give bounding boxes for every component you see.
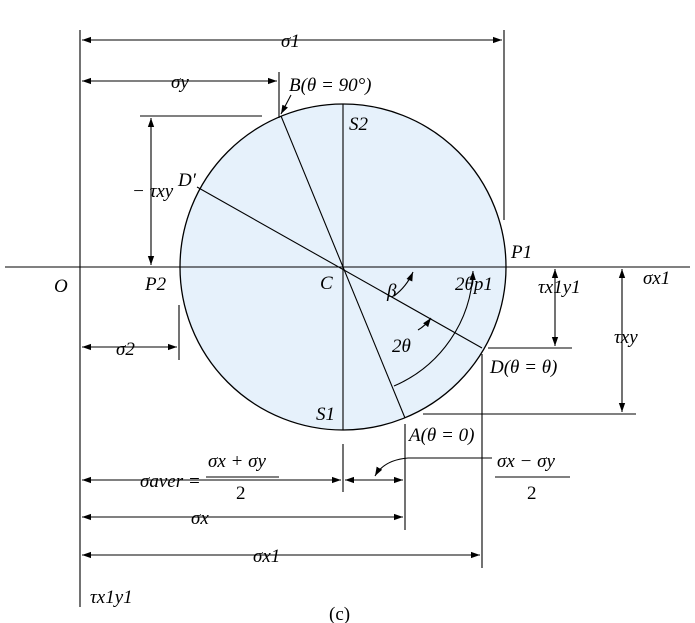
point-dprime-label: D′: [177, 170, 197, 191]
point-s1-label: S1: [316, 404, 335, 425]
aver-numerator: σx + σy: [208, 451, 266, 472]
point-b-label: B(θ = 90°): [289, 75, 372, 96]
arc-beta: [393, 271, 414, 297]
point-p1-label: P1: [510, 242, 532, 263]
dim-sigmax1-label: σx1: [253, 546, 280, 567]
dim-tauxy-label: τxy: [614, 327, 638, 348]
axis-label: σx1: [643, 268, 670, 289]
point-p2-label: P2: [144, 274, 167, 295]
origin-label: O: [54, 276, 68, 297]
dim-sigmax-label: σx: [191, 508, 209, 529]
angle-two-theta-label: 2θ: [392, 336, 411, 357]
diff-denominator: 2: [527, 483, 537, 504]
diameter-dprime-d: [196, 186, 483, 349]
dim-taux1y1-right-label: τx1y1: [538, 277, 581, 298]
diameter-b-a: [280, 115, 406, 419]
leader-b: [280, 94, 292, 115]
arc-two-theta-p1: [393, 270, 476, 387]
point-s2-label: S2: [349, 114, 369, 135]
leader-diff: [374, 457, 492, 477]
angle-beta-label: β: [386, 281, 397, 302]
figure-caption: (c): [329, 604, 350, 623]
center-label: C: [320, 273, 333, 294]
dim-sigma1-label: σ1: [281, 31, 300, 52]
taux1y1-axis-label: τx1y1: [90, 587, 133, 608]
diff-numerator: σx − σy: [497, 451, 555, 472]
dim-sigma2-label: σ2: [116, 339, 135, 360]
point-a-label: A(θ = 0): [407, 425, 474, 446]
point-d-label: D(θ = θ): [489, 357, 557, 378]
aver-denominator: 2: [236, 483, 246, 504]
dim-sigmaaver-label: σaver =: [140, 471, 201, 492]
angle-two-theta-p1-label: 2θp1: [455, 274, 493, 295]
dim-neg-tauxy-label: − τxy: [132, 181, 174, 202]
leader-two-theta: [417, 317, 432, 331]
dim-sigmay-label: σy: [171, 72, 189, 93]
